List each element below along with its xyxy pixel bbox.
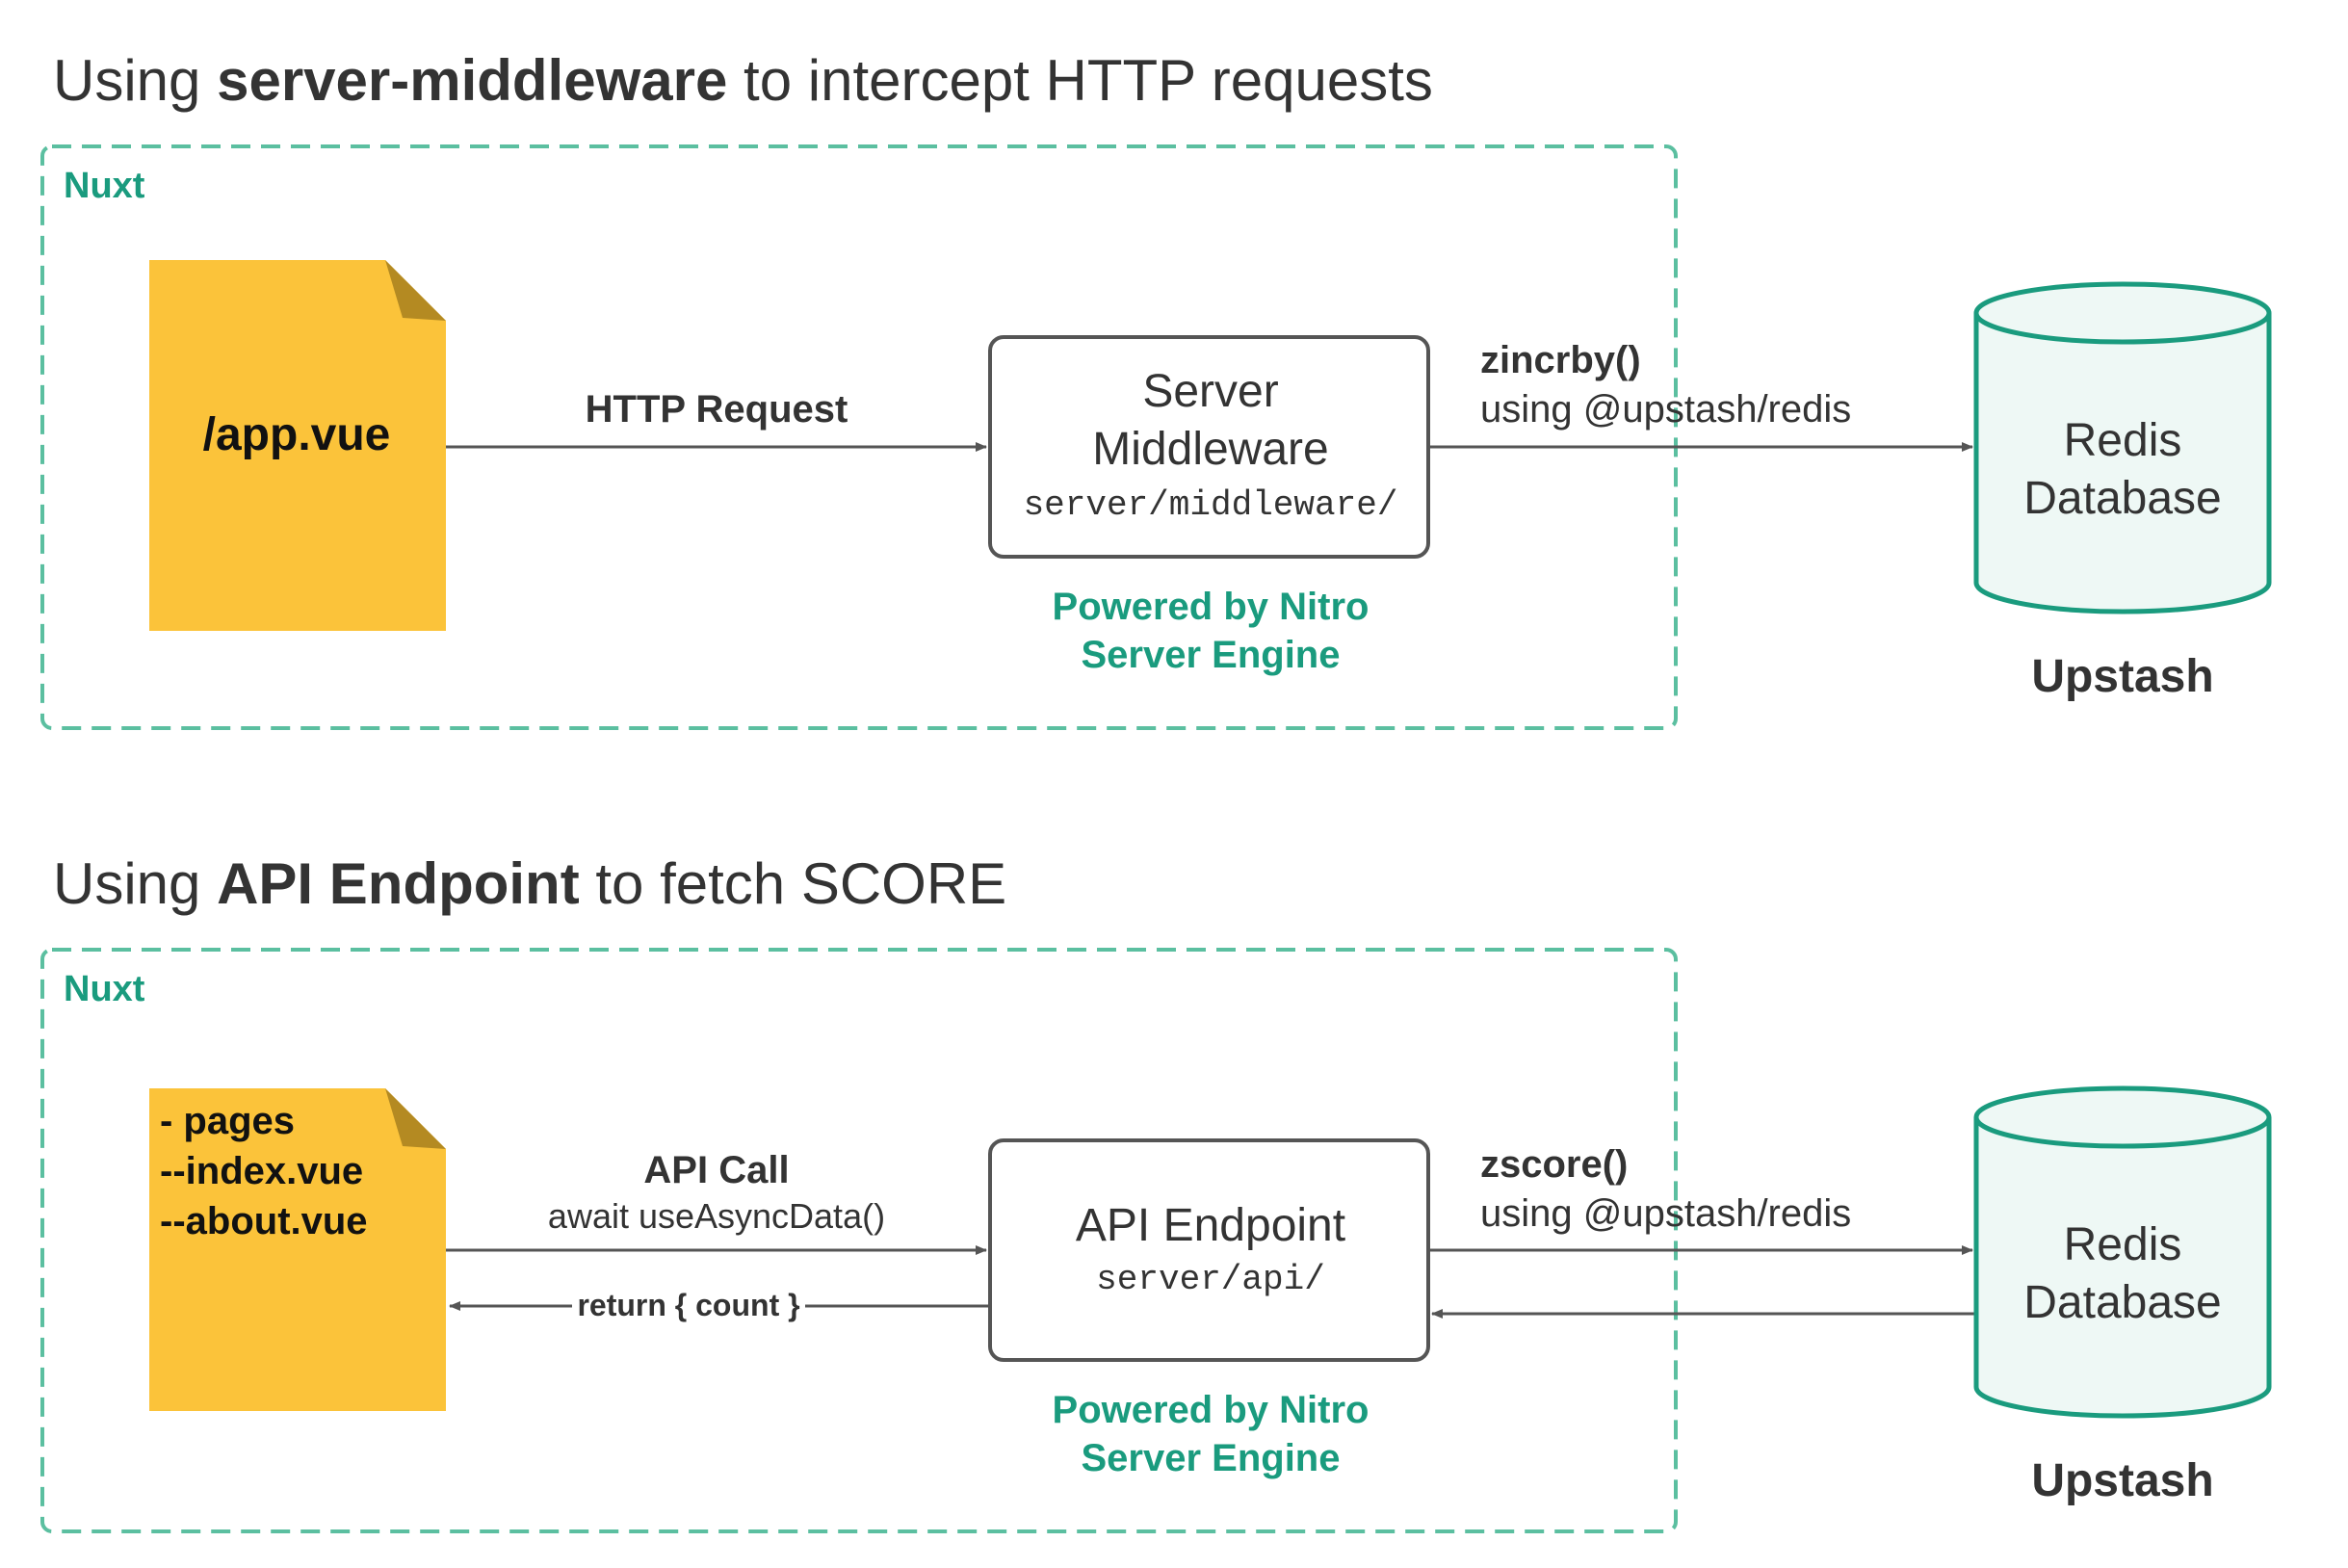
- section-server-middleware: Using server-middleware to intercept HTT…: [40, 48, 2272, 730]
- nuxt-label: Nuxt: [64, 969, 145, 1009]
- doc-line-about: --about.vue: [160, 1200, 368, 1242]
- nuxt-container: [40, 948, 1678, 1533]
- middleware-title-line1: Server: [1142, 366, 1278, 417]
- doc-line-pages: - pages: [160, 1100, 295, 1142]
- db-label-line2: Database: [2023, 473, 2221, 524]
- zincrby-label: zincrby(): [1480, 339, 1641, 381]
- upstash-label: Upstash: [2031, 651, 2213, 702]
- redis-database-icon: [1973, 1085, 2272, 1419]
- nitro-label-line1: Powered by Nitro: [1053, 586, 1370, 628]
- pages-file-icon: [149, 1088, 446, 1411]
- endpoint-path: server/api/: [1096, 1260, 1325, 1299]
- nuxt-container: [40, 144, 1678, 730]
- use-async-data-label: await useAsyncData(): [548, 1196, 885, 1236]
- nitro-label-line1: Powered by Nitro: [1053, 1389, 1370, 1431]
- redis-client-label: using @upstash/redis: [1480, 1192, 1851, 1235]
- return-count-label: return { count }: [577, 1288, 799, 1322]
- zscore-label: zscore(): [1480, 1143, 1628, 1186]
- api-call-label: API Call: [643, 1149, 789, 1191]
- section-title: Using server-middleware to intercept HTT…: [53, 48, 1433, 113]
- http-request-label: HTTP Request: [586, 388, 848, 431]
- db-label-line2: Database: [2023, 1277, 2221, 1328]
- app-vue-label: /app.vue: [203, 409, 391, 460]
- endpoint-title: API Endpoint: [1076, 1200, 1345, 1251]
- return-label-bg: [572, 1285, 805, 1323]
- section-api-endpoint: Using API Endpoint to fetch SCORE Nuxt -…: [40, 851, 2272, 1533]
- redis-database-icon: [1973, 281, 2272, 614]
- app-vue-file-icon: [149, 260, 446, 631]
- doc-line-index: --index.vue: [160, 1150, 363, 1192]
- nitro-label-line2: Server Engine: [1081, 634, 1340, 676]
- db-label-line1: Redis: [2064, 415, 2182, 466]
- upstash-label: Upstash: [2031, 1455, 2213, 1506]
- middleware-title-line2: Middleware: [1092, 424, 1328, 475]
- middleware-path: server/middleware/: [1024, 485, 1398, 525]
- nuxt-label: Nuxt: [64, 166, 145, 206]
- db-label-line1: Redis: [2064, 1219, 2182, 1270]
- redis-client-label: using @upstash/redis: [1480, 388, 1851, 431]
- section-title: Using API Endpoint to fetch SCORE: [53, 851, 1006, 916]
- nitro-label-line2: Server Engine: [1081, 1437, 1340, 1479]
